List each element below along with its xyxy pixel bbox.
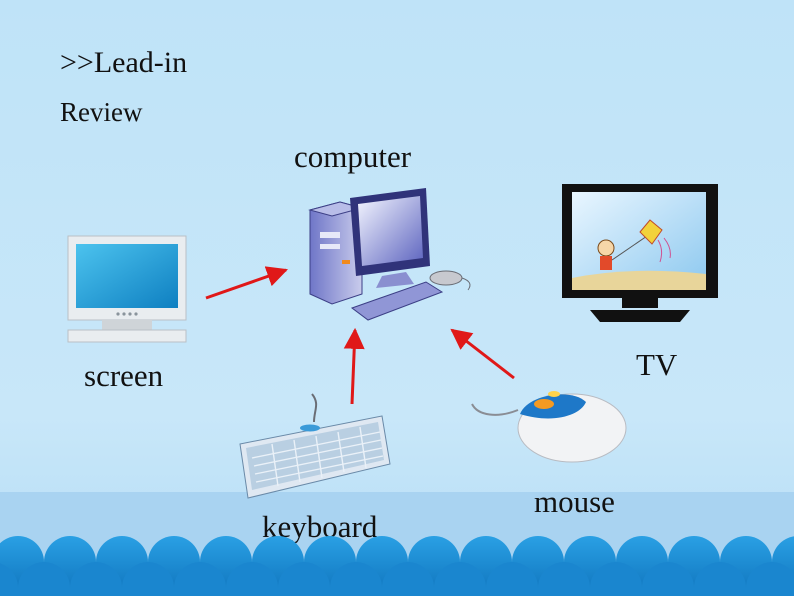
mouse-icon xyxy=(471,391,627,463)
wave-decoration xyxy=(0,536,794,596)
label-tv: TV xyxy=(636,347,678,382)
slide-title: >>Lead-in xyxy=(60,46,188,79)
label-computer: computer xyxy=(294,139,412,174)
label-mouse: mouse xyxy=(534,484,615,519)
screen-icon xyxy=(67,235,187,343)
tv-icon xyxy=(562,184,718,322)
arrow-screen-to-computer xyxy=(205,266,288,300)
arrow-mouse-to-computer xyxy=(450,328,515,380)
slide-subtitle: Review xyxy=(60,97,143,127)
computer-icon xyxy=(308,188,471,321)
label-screen: screen xyxy=(84,358,164,393)
keyboard-icon xyxy=(239,393,391,499)
arrow-keyboard-to-computer xyxy=(343,327,365,405)
